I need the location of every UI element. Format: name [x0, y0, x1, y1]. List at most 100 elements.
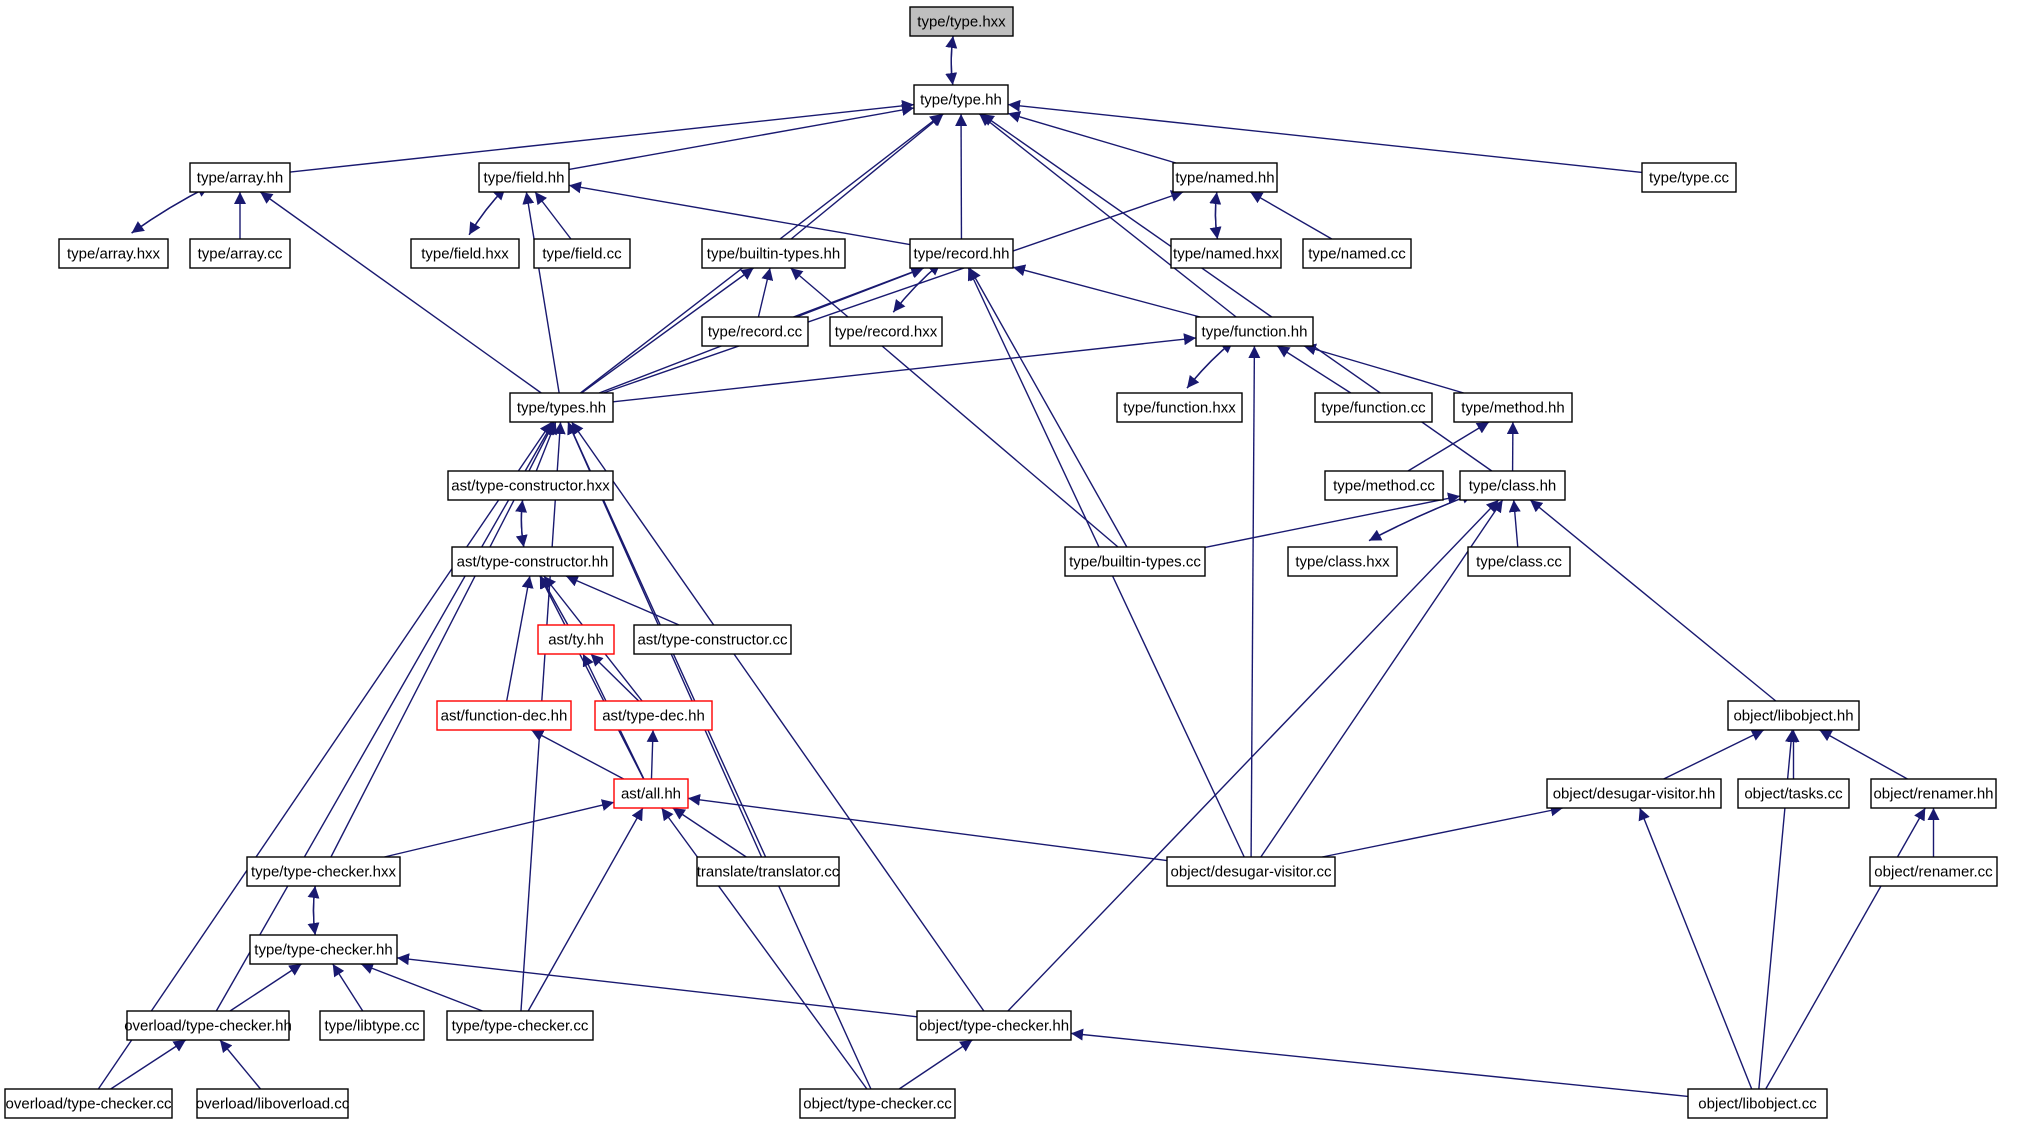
node-label: type/named.hxx: [1173, 246, 1279, 263]
node-object-renamer-hh[interactable]: object/renamer.hh: [1870, 778, 1997, 809]
node-type-field-hxx[interactable]: type/field.hxx: [410, 238, 520, 269]
node-type-libtype-cc[interactable]: type/libtype.cc: [319, 1010, 425, 1041]
node-box: [249, 934, 398, 965]
node-type-named-cc[interactable]: type/named.cc: [1302, 238, 1412, 269]
node-label: ast/ty.hh: [548, 632, 604, 649]
node-box: [1869, 856, 1998, 887]
node-object-libobject-cc[interactable]: object/libobject.cc: [1687, 1088, 1828, 1119]
node-type-record-hh[interactable]: type/record.hh: [909, 238, 1014, 269]
edge-ast-function-dec-hh-to-ast-type-constructor-hh: [505, 575, 534, 702]
node-label: type/array.hh: [197, 170, 283, 187]
node-type-method-cc[interactable]: type/method.cc: [1324, 470, 1444, 501]
node-label: type/record.hxx: [835, 324, 938, 341]
node-type-array-hxx[interactable]: type/array.hxx: [58, 238, 169, 269]
edge-type-libtype-cc-to-type-type-checker-hh: [332, 963, 364, 1012]
node-type-field-cc[interactable]: type/field.cc: [533, 238, 631, 269]
node-type-class-hh[interactable]: type/class.hh: [1459, 470, 1566, 501]
node-box: [1324, 470, 1444, 501]
node-box: [4, 1088, 173, 1119]
edge-overload-liboverload-cc-to-overload-type-checker-hh: [219, 1039, 262, 1090]
node-type-type-checker-hxx[interactable]: type/type-checker.hxx: [246, 856, 401, 887]
edge-type-builtin-types-cc-to-type-builtin-types-hh: [790, 267, 1119, 548]
node-overload-type-checker-hh[interactable]: overload/type-checker.hh: [124, 1010, 292, 1041]
node-type-record-cc[interactable]: type/record.cc: [701, 316, 809, 347]
node-type-function-hh[interactable]: type/function.hh: [1195, 316, 1314, 347]
node-type-array-hh[interactable]: type/array.hh: [189, 162, 291, 193]
edge-type-function-hh-to-type-function-hxx: [1186, 340, 1234, 389]
edge-type-builtin-types-cc-to-type-record-hh: [969, 267, 1128, 548]
node-label: ast/function-dec.hh: [441, 708, 568, 725]
edge-type-named-hh-to-type-type-hh: [1007, 111, 1177, 164]
node-label: type/type.hh: [920, 92, 1002, 109]
node-type-field-hh[interactable]: type/field.hh: [478, 162, 570, 193]
node-type-record-hxx[interactable]: type/record.hxx: [829, 316, 943, 347]
node-label: overload/type-checker.cc: [6, 1096, 172, 1113]
node-type-builtin-types-cc[interactable]: type/builtin-types.cc: [1064, 546, 1206, 577]
node-type-named-hh[interactable]: type/named.hh: [1172, 162, 1278, 193]
edge-type-type-hxx-to-type-type-hh: [945, 35, 958, 86]
node-box: [436, 700, 572, 731]
node-object-renamer-cc[interactable]: object/renamer.cc: [1869, 856, 1998, 887]
node-label: type/builtin-types.hh: [707, 246, 840, 263]
node-type-function-hxx[interactable]: type/function.hxx: [1116, 392, 1243, 423]
node-type-type-cc[interactable]: type/type.cc: [1641, 162, 1737, 193]
node-object-tasks-cc[interactable]: object/tasks.cc: [1737, 778, 1850, 809]
node-type-method-hh[interactable]: type/method.hh: [1453, 392, 1573, 423]
node-ast-function-dec-hh[interactable]: ast/function-dec.hh: [436, 700, 572, 731]
edge-type-method-hh-to-type-function-hh: [1303, 343, 1464, 394]
node-label: type/function.cc: [1321, 400, 1426, 417]
node-label: type/class.hh: [1469, 478, 1557, 495]
node-type-function-cc[interactable]: type/function.cc: [1314, 392, 1433, 423]
node-type-class-hxx[interactable]: type/class.hxx: [1287, 546, 1398, 577]
node-object-libobject-hh[interactable]: object/libobject.hh: [1727, 700, 1860, 731]
node-label: type/class.cc: [1476, 554, 1562, 571]
node-box: [1064, 546, 1206, 577]
node-ast-ty-hh[interactable]: ast/ty.hh: [537, 624, 615, 655]
node-type-type-checker-cc[interactable]: type/type-checker.cc: [446, 1010, 594, 1041]
node-box: [613, 778, 689, 809]
edge-type-types-hh-to-type-function-hh: [612, 333, 1197, 403]
edge-object-desugar-visitor-cc-to-ast-all-hh: [687, 793, 1168, 862]
node-type-type-hxx[interactable]: type/type.hxx: [909, 6, 1014, 37]
node-type-array-cc[interactable]: type/array.cc: [189, 238, 291, 269]
node-object-type-checker-cc[interactable]: object/type-checker.cc: [799, 1088, 956, 1119]
edge-type-field-hxx-to-type-field-hh: [468, 187, 506, 236]
node-object-type-checker-hh[interactable]: object/type-checker.hh: [916, 1010, 1072, 1041]
node-box: [246, 856, 401, 887]
node-overload-liboverload-cc[interactable]: overload/liboverload.cc: [196, 1088, 350, 1119]
node-box: [447, 470, 614, 501]
edge-type-named-hh-to-type-named-hxx: [1209, 191, 1222, 240]
edge-overload-type-checker-hh-to-type-types-hh: [215, 421, 554, 1012]
node-type-class-cc[interactable]: type/class.cc: [1467, 546, 1571, 577]
edge-type-field-hh-to-type-field-hxx: [468, 187, 506, 236]
node-label: type/type-checker.hxx: [251, 864, 397, 881]
node-object-desugar-visitor-cc[interactable]: object/desugar-visitor.cc: [1166, 856, 1336, 887]
node-translate-translator-cc[interactable]: translate/translator.cc: [696, 856, 840, 887]
node-ast-all-hh[interactable]: ast/all.hh: [613, 778, 689, 809]
node-object-desugar-visitor-hh[interactable]: object/desugar-visitor.hh: [1546, 778, 1722, 809]
node-label: type/method.hh: [1461, 400, 1564, 417]
node-label: overload/liboverload.cc: [196, 1096, 350, 1113]
edge-type-type-checker-cc-to-ast-all-hh: [527, 807, 644, 1012]
node-box: [1737, 778, 1850, 809]
edge-object-desugar-visitor-cc-to-type-function-hh: [1248, 345, 1261, 858]
node-ast-type-constructor-hxx[interactable]: ast/type-constructor.hxx: [447, 470, 614, 501]
nodes-layer: type/type.hxx type/type.hh type/array.hh ty…: [4, 6, 1998, 1119]
edge-object-libobject-hh-to-type-class-hh: [1529, 499, 1777, 702]
node-type-type-hh[interactable]: type/type.hh: [913, 84, 1009, 115]
node-ast-type-constructor-hh[interactable]: ast/type-constructor.hh: [451, 546, 614, 577]
node-type-types-hh[interactable]: type/types.hh: [509, 392, 614, 423]
node-type-builtin-types-hh[interactable]: type/builtin-types.hh: [701, 238, 846, 269]
node-box: [126, 1010, 290, 1041]
edge-overload-type-checker-cc-to-type-types-hh: [97, 421, 553, 1090]
node-overload-type-checker-cc[interactable]: overload/type-checker.cc: [4, 1088, 173, 1119]
node-label: object/type-checker.cc: [803, 1096, 952, 1113]
edge-type-types-hh-to-type-array-hh: [259, 191, 542, 394]
edge-type-function-hh-to-type-record-hh: [1012, 264, 1201, 318]
node-type-named-hxx[interactable]: type/named.hxx: [1170, 238, 1282, 269]
node-label: type/field.hxx: [421, 246, 509, 263]
node-type-type-checker-hh[interactable]: type/type-checker.hh: [249, 934, 398, 965]
edge-type-type-checker-hxx-to-type-type-checker-hh: [307, 885, 320, 936]
node-ast-type-constructor-cc[interactable]: ast/type-constructor.cc: [633, 624, 792, 655]
node-ast-type-dec-hh[interactable]: ast/type-dec.hh: [594, 700, 713, 731]
